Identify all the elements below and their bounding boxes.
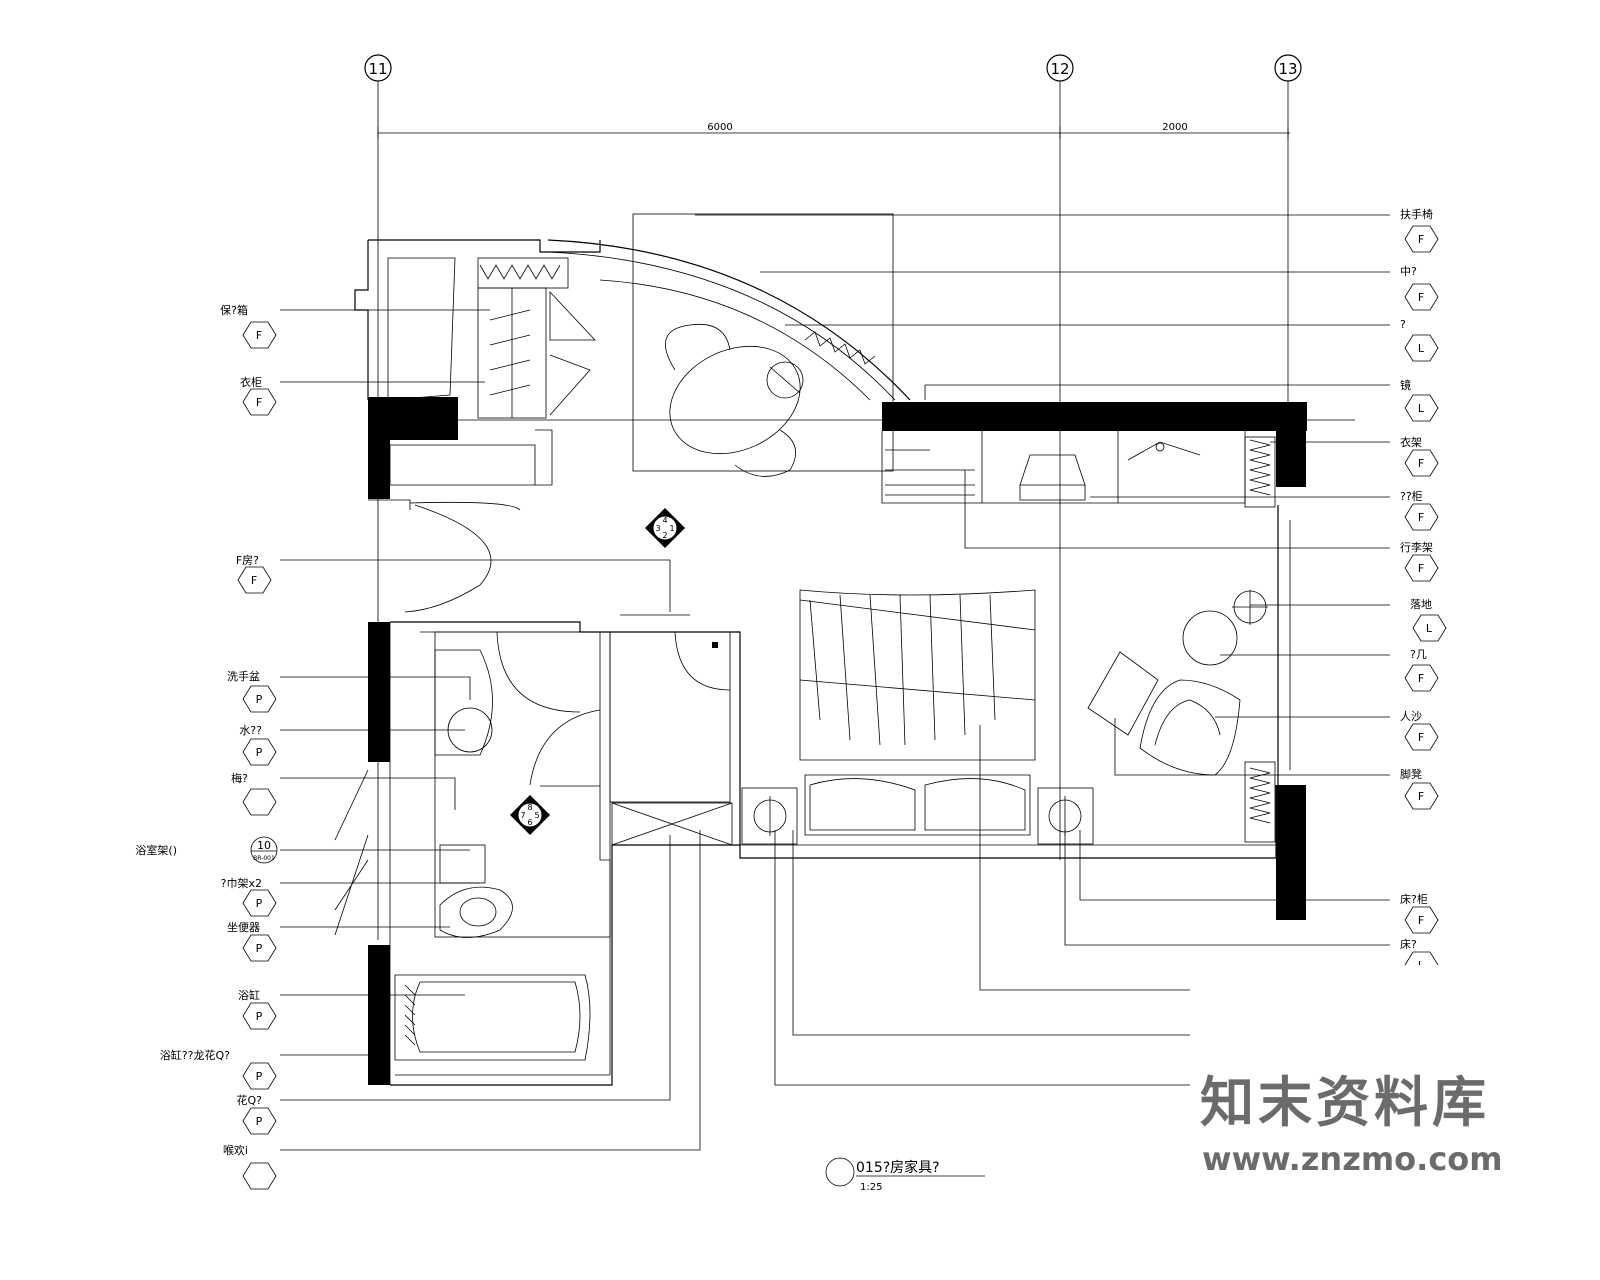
marker-number: 6 [527,818,532,827]
room-outlines [334,213,1291,1086]
marker-number: 1 [669,524,674,533]
callout-tag: F [1418,731,1424,744]
grid-axis-12: 12 [1046,54,1074,860]
callout-label: 床? [1400,937,1417,951]
callout-label: 落地 [1410,598,1432,611]
walls [368,397,1307,1085]
callout-tag: P [256,1010,263,1023]
callout-label: 镜 [1400,378,1411,392]
dimension-line: 6000 2000 [377,122,1290,139]
drawing-title-block: 015?房家具? 1:25 [825,1157,985,1193]
callout-label: ? [1400,318,1406,331]
callout-label: 衣柜 [240,375,262,389]
grid-axis-label: 12 [1050,60,1069,78]
callout-tag: F [1418,562,1424,575]
callout-label: 梅? [231,771,248,785]
drawing-title: 015?房家具? [856,1159,940,1176]
callout-label: 行李架 [1400,540,1433,554]
callout-tag: F [1418,511,1424,524]
callout-tag-sub: BR-001 [253,855,275,862]
callout-label: 花Q? [237,1094,263,1107]
callout-tag: F [256,396,262,409]
grid-axis-label: 13 [1278,60,1297,78]
callout-label: 脚凳 [1400,767,1422,781]
callout-tag: F [251,574,257,587]
marker-number: 7 [520,811,525,820]
callout-label: 浴缸 [238,988,260,1002]
callout-label: 衣架 [1400,435,1422,449]
callout-tag: P [256,942,263,955]
callout-tag: P [256,746,263,759]
watermark-panel [1190,965,1600,1280]
marker-number: 2 [662,531,667,540]
callout-tag: P [256,693,263,706]
callout-tag: L [1418,402,1425,415]
view-marker-2: 8 7 5 6 [510,795,550,835]
callout-tag: F [1418,672,1424,685]
callout-label: 保?箱 [220,303,248,317]
callout-tag: L [1418,342,1425,355]
marker-number: 8 [527,803,532,812]
callout-tag: F [1418,457,1424,470]
callout-tag: L [1426,622,1433,635]
callout-label: 水?? [239,724,262,737]
callouts-right: 扶手椅 F 中? F ? L 镜 L 衣架 F ??柜 F 行李架 F 落地 L… [1400,207,1447,979]
callout-label: 浴缸??龙花Q? [160,1048,230,1062]
callout-label: ?几 [1410,648,1427,661]
callout-tag: 10 [257,839,271,852]
dimension-2000: 2000 [1162,122,1187,133]
callout-tag: F [256,329,262,342]
leader-lines [280,214,1390,1151]
drawing-scale: 1:25 [860,1182,882,1193]
callout-label: 床?柜 [1400,892,1428,906]
callout-label: 中? [1400,265,1417,278]
callout-label: 人沙 [1400,710,1422,723]
callout-label: 坐便器 [227,921,260,934]
callouts-left: 保?箱 F 衣柜 F F房? F 洗手盆 P 水?? P 梅? 浴室架() 10… [135,303,278,1190]
callout-label: ?巾架x2 [221,876,262,890]
watermark-text: 知末资料库 [1200,1071,1490,1134]
marker-number: 3 [655,524,660,533]
callout-tag: F [1418,291,1424,304]
callout-tag: F [1418,233,1424,246]
callout-label: 浴室架() [135,843,177,857]
callout-label: 洗手盆 [227,669,260,683]
marker-number: 5 [534,811,539,820]
grid-axis-label: 11 [368,60,387,78]
callout-tag: F [1418,914,1424,927]
dimension-6000: 6000 [707,122,732,133]
watermark-url: www.znzmo.com [1202,1140,1503,1178]
grid-axis-11: 11 [364,54,392,940]
callout-tag: P [256,1115,263,1128]
callout-label: 扶手椅 [1400,207,1433,221]
view-marker-1: 4 3 1 2 [645,508,685,548]
grid-axis-13: 13 [1274,54,1302,410]
callout-tag: F [1418,790,1424,803]
callout-tag: P [256,897,263,910]
callout-label: ??柜 [1400,490,1423,503]
marker-number: 4 [662,516,667,525]
callout-label: 喉欢i [223,1143,248,1157]
callout-label: F房? [236,554,259,567]
callout-tag: P [256,1070,263,1083]
